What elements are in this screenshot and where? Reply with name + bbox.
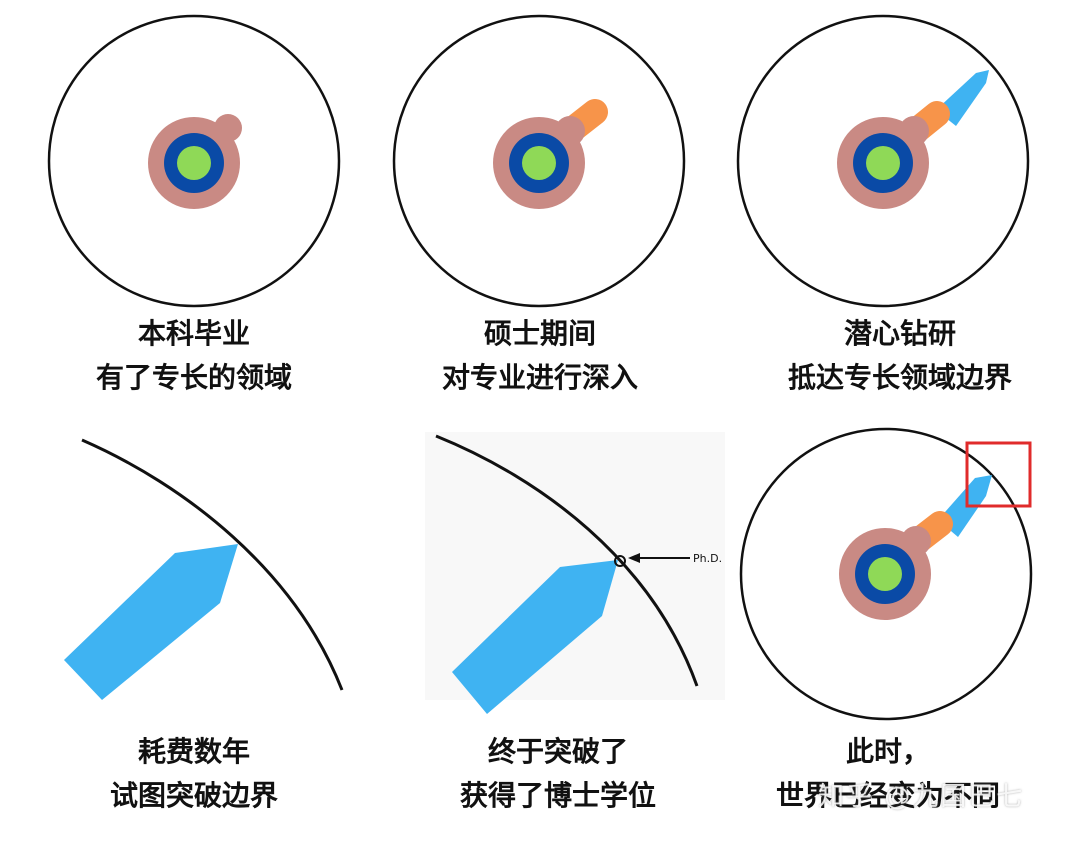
knowledge-boundary [435,434,699,687]
caption-line-2: 获得了博士学位 [459,779,656,812]
research-spike [452,560,618,714]
caption-line-1: 终于突破了 [487,735,628,768]
panel-6-world-changed [739,427,1033,721]
caption-line-1: 本科毕业 [137,317,250,350]
caption-panel-1: 本科毕业 有了专长的领域 [24,312,364,400]
caption-line-2: 对专业进行深入 [441,361,638,394]
phd-dent [614,555,626,567]
research-spike [64,544,238,700]
watermark: 知乎 @九国巴七 [818,782,1025,812]
caption-line-1: 硕士期间 [483,317,596,350]
caption-line-1: 耗费数年 [137,735,250,768]
elementary-core [868,557,902,591]
caption-panel-4: 耗费数年 试图突破边界 [24,730,364,818]
panel-4-pushing-boundary [64,438,344,700]
elementary-core [522,146,556,180]
caption-panel-2: 硕士期间 对专业进行深入 [370,312,710,400]
panel-2-masters [392,14,686,308]
knowledge-circle [739,427,1033,721]
panel-3-research [736,14,1030,308]
elementary-core [177,146,211,180]
arrowhead-icon [628,553,640,563]
panel-1-undergraduate [47,14,341,308]
caption-line-2: 世界已经变为不同 [775,779,1000,812]
caption-panel-6: 此时， 世界已经变为不同 [718,730,1058,818]
highlight-box [965,441,1032,508]
panel-5-phd: Ph.D. [425,432,725,714]
caption-line-1: 潜心钻研 [843,317,956,350]
phd-label: Ph.D. [693,552,722,565]
caption-line-1: 此时， [845,735,930,768]
knowledge-circle [47,14,341,308]
caption-panel-3: 潜心钻研 抵达专长领域边界 [730,312,1070,400]
knowledge-circle [736,14,1030,308]
knowledge-circle [392,14,686,308]
caption-panel-5: 终于突破了 获得了博士学位 [388,730,728,818]
caption-line-2: 抵达专长领域边界 [787,361,1012,394]
knowledge-boundary [81,438,344,691]
caption-line-2: 试图突破边界 [109,779,278,812]
caption-line-2: 有了专长的领域 [95,361,292,394]
elementary-core [866,146,900,180]
